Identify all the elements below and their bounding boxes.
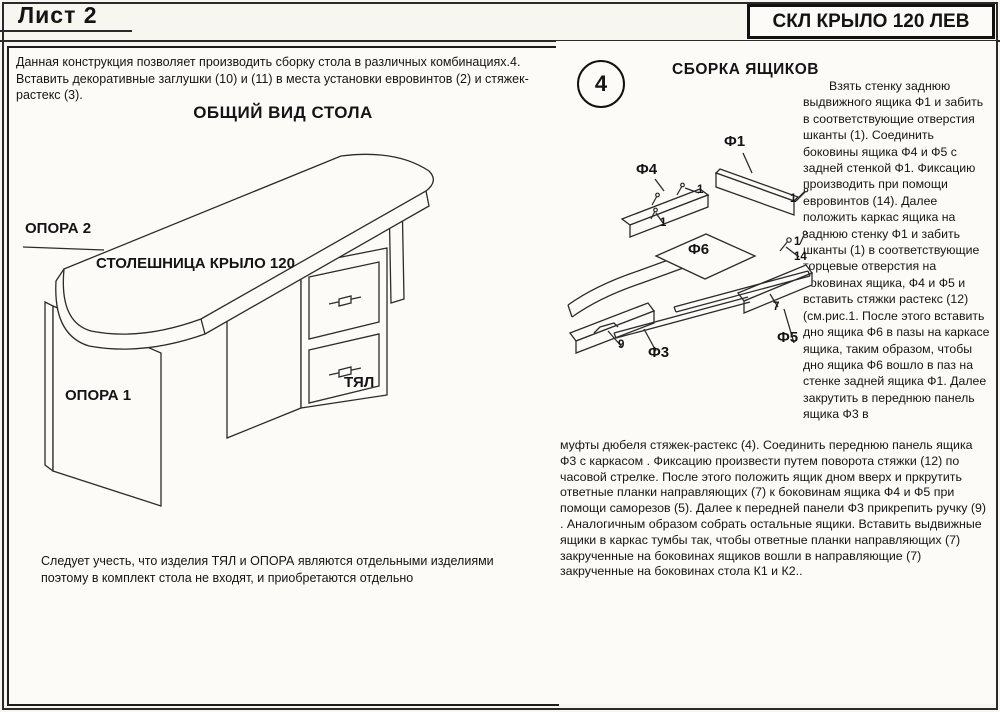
footnote-text: Следует учесть, что изделия ТЯЛ и ОПОРА … bbox=[41, 554, 494, 585]
label-handle-9: 9 bbox=[618, 339, 625, 351]
right-panel: 4 СБОРКА ЯЩИКОВ Взять стенку заднюю выдв… bbox=[556, 41, 996, 704]
label-f4: Ф4 bbox=[636, 161, 658, 178]
label-dowel-1d: 1 bbox=[794, 236, 801, 248]
label-opora2: ОПОРА 2 bbox=[25, 220, 92, 237]
general-view-heading: ОБЩИЙ ВИД СТОЛА bbox=[193, 103, 373, 122]
intro-text: Данная конструкция позволяет производить… bbox=[16, 55, 529, 102]
label-f3: Ф3 bbox=[648, 344, 670, 361]
label-eurobolt-14: 14 bbox=[794, 251, 807, 263]
label-rail-7: 7 bbox=[773, 301, 780, 313]
drawer-assembly-diagram bbox=[567, 152, 814, 354]
sheet-label: Лист 2 bbox=[18, 2, 98, 28]
label-opora1: ОПОРА 1 bbox=[65, 387, 132, 404]
bottom-instructions: муфты дюбеля стяжек-растекс (4). Соедини… bbox=[560, 438, 987, 579]
desk-diagram bbox=[22, 153, 434, 507]
label-dowel-1b: 1 bbox=[660, 217, 667, 229]
side-instructions: Взять стенку заднюю выдвижного ящика Ф1 … bbox=[803, 79, 990, 422]
label-f1: Ф1 bbox=[724, 133, 746, 150]
step-number-badge: 4 bbox=[577, 60, 625, 108]
sheet-label-rule bbox=[0, 30, 132, 32]
header-rule bbox=[0, 40, 1000, 42]
label-dowel-1c: 1 bbox=[790, 193, 797, 205]
label-tyal: ТЯЛ bbox=[344, 374, 375, 391]
assembly-heading: СБОРКА ЯЩИКОВ bbox=[672, 61, 819, 78]
label-f6: Ф6 bbox=[688, 241, 710, 258]
label-tabletop: СТОЛЕШНИЦА КРЫЛО 120 bbox=[96, 255, 295, 272]
label-f5: Ф5 bbox=[777, 329, 799, 346]
doc-title-box: СКЛ КРЫЛО 120 ЛЕВ bbox=[747, 4, 995, 39]
left-panel: Данная конструкция позволяет производить… bbox=[7, 46, 559, 706]
label-dowel-1a: 1 bbox=[697, 184, 704, 196]
